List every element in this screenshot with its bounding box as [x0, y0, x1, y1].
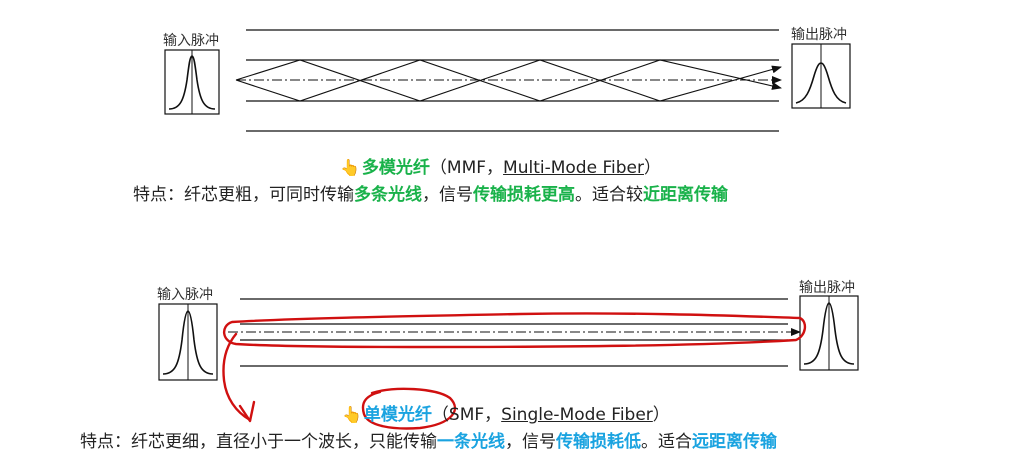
smf-title-name: 单模光纤	[363, 405, 432, 425]
smf-title-paren-open: （SMF，	[431, 405, 502, 425]
mmf-output-pulse-curve	[795, 62, 847, 104]
annotation-connector	[222, 332, 252, 422]
mmf-feature-text: 特点：纤芯更粗，可同时传输多条光线，信号传输损耗更高。适合较近距离传输	[133, 180, 728, 205]
red-annotation	[222, 312, 807, 430]
mmf-feature-part-1: 特点：纤芯更粗，可同时传输	[133, 185, 354, 205]
smf-output-label: 输出脉冲	[799, 280, 855, 296]
smf-feature-highlight-2: 传输损耗低	[556, 432, 641, 452]
smf-title: 👆单模光纤（SMF，Single-Mode Fiber）	[342, 400, 670, 425]
mmf-title: 👆多模光纤（MMF，Multi-Mode Fiber）	[340, 153, 661, 178]
mmf-title-paren-open: （MMF，	[429, 158, 504, 178]
smf-feature-text: 特点：纤芯更细，直径小于一个波长，只能传输一条光线，信号传输损耗低。适合远距离传…	[80, 427, 777, 452]
mmf-title-english: Multi-Mode Fiber	[503, 158, 644, 178]
smf-feature-highlight-1: 一条光线	[437, 432, 505, 452]
smf-diagram	[158, 295, 859, 381]
mmf-input-pulse-curve	[168, 55, 216, 110]
mmf-input-pulse-box	[164, 49, 220, 115]
mmf-feature-highlight-2: 传输损耗更高	[473, 185, 575, 205]
annotation-ray-loop	[223, 312, 807, 349]
mmf-title-paren-close: ）	[643, 158, 661, 178]
annotation-title-oval	[361, 387, 456, 430]
annotation-arrowhead	[238, 400, 256, 423]
smf-output-pulse-curve	[803, 302, 855, 365]
smf-output-pulse-box	[799, 295, 859, 371]
mmf-input-label: 输入脉冲	[163, 33, 219, 49]
smf-feature-highlight-3: 远距离传输	[692, 432, 777, 452]
smf-input-pulse-box	[158, 303, 218, 381]
mmf-ray-2	[235, 59, 782, 102]
mmf-feature-part-3: 。适合较	[575, 185, 643, 205]
mmf-feature-part-2: ，信号	[422, 185, 473, 205]
smf-feature-part-1: 特点：纤芯更细，直径小于一个波长，只能传输	[80, 432, 437, 452]
mmf-feature-highlight-3: 近距离传输	[643, 185, 728, 205]
pointing-hand-icon: 👆	[340, 158, 360, 177]
smf-title-english: Single-Mode Fiber	[501, 405, 653, 425]
mmf-feature-highlight-1: 多条光线	[354, 185, 422, 205]
mmf-output-pulse-box	[791, 43, 851, 109]
smf-feature-part-3: 。适合	[641, 432, 692, 452]
smf-title-paren-close: ）	[652, 405, 670, 425]
pointing-hand-icon: 👆	[342, 405, 362, 424]
mmf-title-name: 多模光纤	[361, 158, 430, 178]
mmf-diagram	[164, 29, 851, 132]
mmf-output-label: 输出脉冲	[791, 27, 847, 43]
smf-feature-part-2: ，信号	[505, 432, 556, 452]
smf-input-label: 输入脉冲	[157, 287, 213, 303]
smf-input-pulse-curve	[162, 310, 214, 375]
